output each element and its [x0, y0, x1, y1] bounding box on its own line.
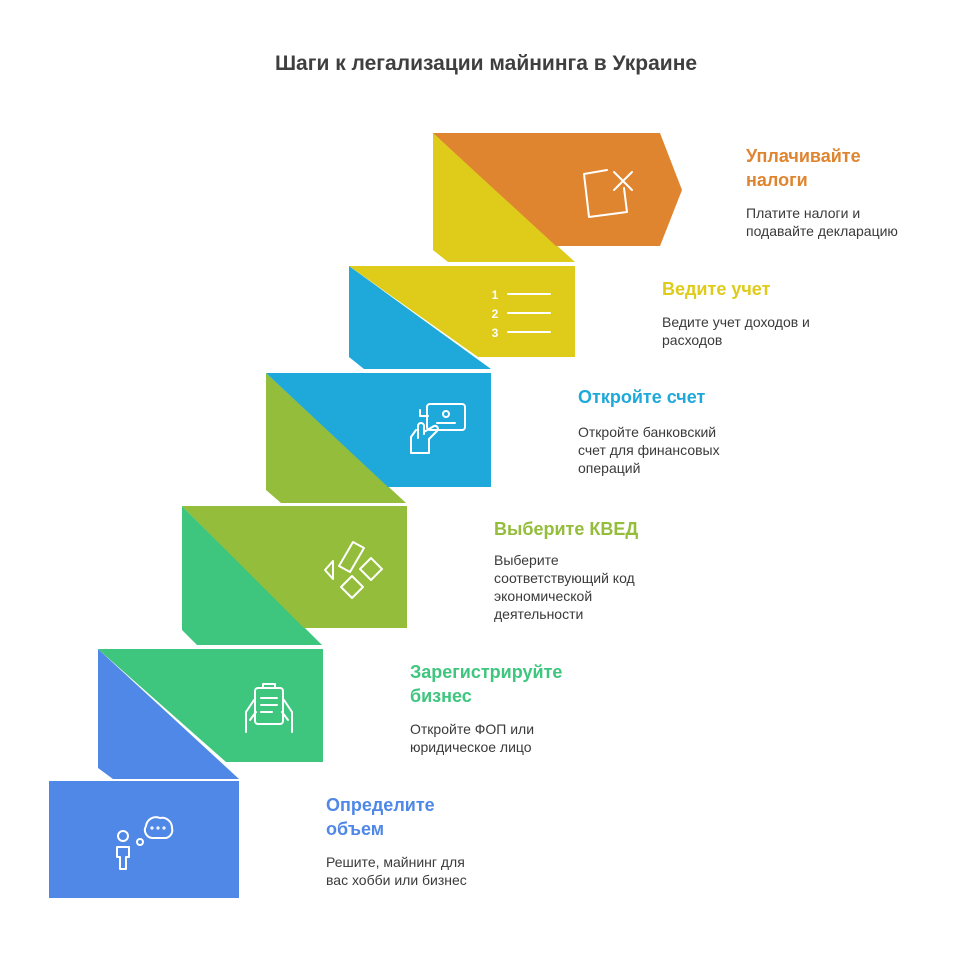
page-title: Шаги к легализации майнинга в Украине [274, 52, 698, 75]
step-5-fold [349, 266, 491, 369]
step-6-title: Уплачивайте налоги [746, 146, 861, 190]
step-6-description: Платите налоги и подавайте декларацию [746, 205, 898, 239]
step-3-text: Выберите КВЕД Выберите соответствующий к… [494, 517, 704, 623]
step-2-fold [98, 649, 239, 779]
step-5-shape: 1 2 3 [349, 266, 575, 369]
numbered-list-icon: 1 2 3 [492, 288, 551, 340]
clipboard-in-hands-icon [245, 683, 293, 733]
step-5-title: Ведите учет [662, 279, 771, 299]
step-1-text: Определите объем Решите, майнинг для вас… [326, 793, 526, 889]
list-number-3: 3 [492, 326, 499, 340]
step-3-shape [182, 506, 407, 645]
step-6-block [433, 133, 682, 246]
step-4-shape [266, 373, 491, 503]
step-5-text: Ведите учет Ведите учет доходов и расход… [662, 277, 872, 349]
step-4-text: Откройте счет Откройте банковский счет д… [578, 385, 788, 477]
step-4-title: Откройте счет [578, 387, 706, 407]
step-2-title: Зарегистрируйте бизнес [410, 662, 563, 706]
list-number-1: 1 [492, 288, 499, 302]
step-2-description: Откройте ФОП или юридическое лицо [410, 721, 535, 755]
diamond-shapes-icon [324, 541, 383, 599]
step-3-description: Выберите соответствующий код экономическ… [494, 552, 635, 622]
step-2-block [98, 649, 323, 762]
step-1-description: Решите, майнинг для вас хобби или бизнес [326, 854, 467, 888]
tax-box-icon [583, 169, 633, 218]
step-2-shape [98, 649, 323, 779]
list-number-2: 2 [492, 307, 499, 321]
step-5-block [349, 266, 575, 357]
step-1-title: Определите объем [326, 795, 435, 839]
step-2-text: Зарегистрируйте бизнес Откройте ФОП или … [410, 660, 620, 756]
step-1-block [49, 781, 239, 898]
step-1-shape [49, 781, 239, 898]
step-6-shape [433, 133, 682, 262]
step-6-text: Уплачивайте налоги Платите налоги и пода… [746, 144, 956, 240]
step-4-block [266, 373, 491, 487]
thinking-person-icon [116, 816, 174, 870]
step-3-title: Выберите КВЕД [494, 519, 639, 539]
step-5-description: Ведите учет доходов и расходов [662, 314, 810, 348]
hand-holding-card-icon [410, 403, 466, 454]
step-4-description: Откройте банковский счет для финансовых … [578, 424, 720, 476]
